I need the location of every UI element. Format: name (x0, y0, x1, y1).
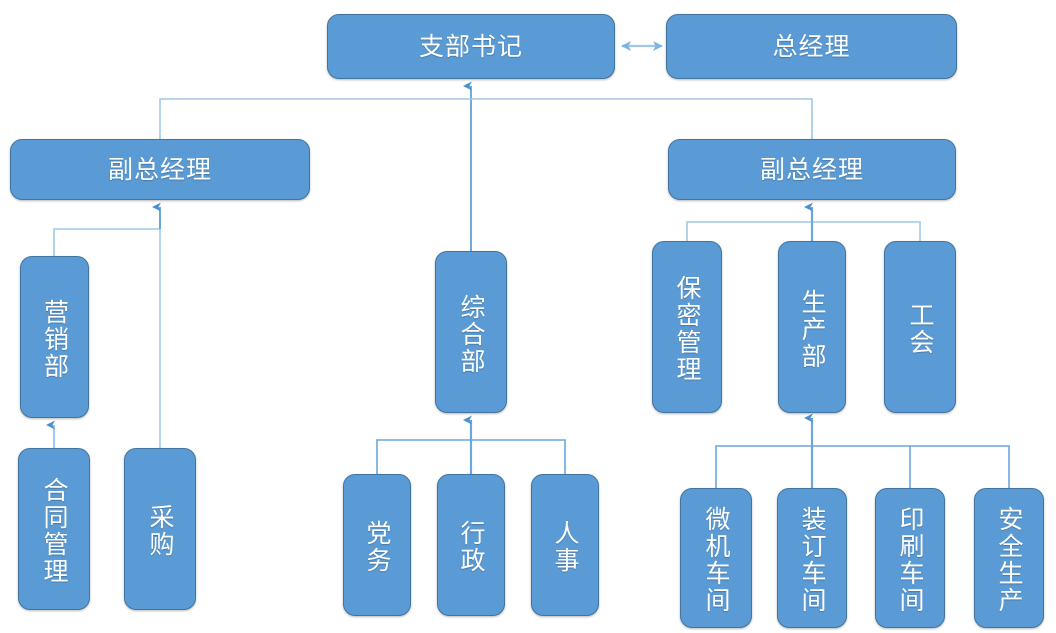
node-general-manager[interactable]: 总经理 (666, 14, 957, 79)
node-label: 保密管理 (673, 275, 701, 383)
node-label: 行政 (457, 520, 485, 574)
node-label: 人事 (551, 520, 579, 574)
node-label: 党务 (363, 520, 391, 574)
edge-affairs-children-bracket (376, 415, 566, 474)
node-printing-workshop[interactable]: 印刷车间 (875, 488, 945, 628)
node-label: 印刷车间 (896, 506, 924, 614)
node-label: 营销部 (40, 298, 69, 380)
node-safety-production[interactable]: 安全生产 (974, 488, 1044, 628)
node-contract-management[interactable]: 合同管理 (18, 448, 90, 610)
node-computer-workshop[interactable]: 微机车间 (680, 488, 752, 628)
node-label: 副总经理 (107, 155, 212, 184)
node-human-resources[interactable]: 人事 (531, 474, 599, 616)
node-label: 总经理 (772, 32, 851, 61)
node-deputy-gm-right[interactable]: 副总经理 (668, 139, 956, 200)
node-label: 副总经理 (759, 155, 864, 184)
edge-deputies-bracket (159, 98, 813, 139)
node-label: 生产部 (798, 288, 826, 370)
node-label: 采购 (146, 504, 174, 558)
node-label: 支部书记 (418, 32, 523, 61)
node-party-affairs[interactable]: 党务 (343, 474, 411, 616)
node-label: 合同管理 (40, 477, 68, 585)
node-confidentiality-mgmt[interactable]: 保密管理 (652, 241, 722, 413)
node-labor-union[interactable]: 工会 (884, 241, 956, 413)
node-binding-workshop[interactable]: 装订车间 (777, 488, 847, 628)
node-general-affairs[interactable]: 综合部 (435, 251, 507, 413)
node-label: 综合部 (457, 293, 485, 375)
edge-deputy-right-bracket (686, 202, 921, 241)
node-production-dept[interactable]: 生产部 (778, 241, 846, 413)
node-administration[interactable]: 行政 (437, 474, 505, 616)
node-marketing-dept[interactable]: 营销部 (20, 256, 89, 418)
node-procurement[interactable]: 采购 (124, 448, 196, 610)
node-label: 工会 (906, 302, 934, 356)
node-label: 微机车间 (702, 506, 730, 614)
node-party-secretary[interactable]: 支部书记 (327, 14, 615, 79)
edge-workshops-bracket (715, 413, 1010, 488)
node-deputy-gm-left[interactable]: 副总经理 (10, 139, 310, 200)
node-label: 安全生产 (995, 506, 1023, 614)
node-label: 装订车间 (798, 506, 826, 614)
